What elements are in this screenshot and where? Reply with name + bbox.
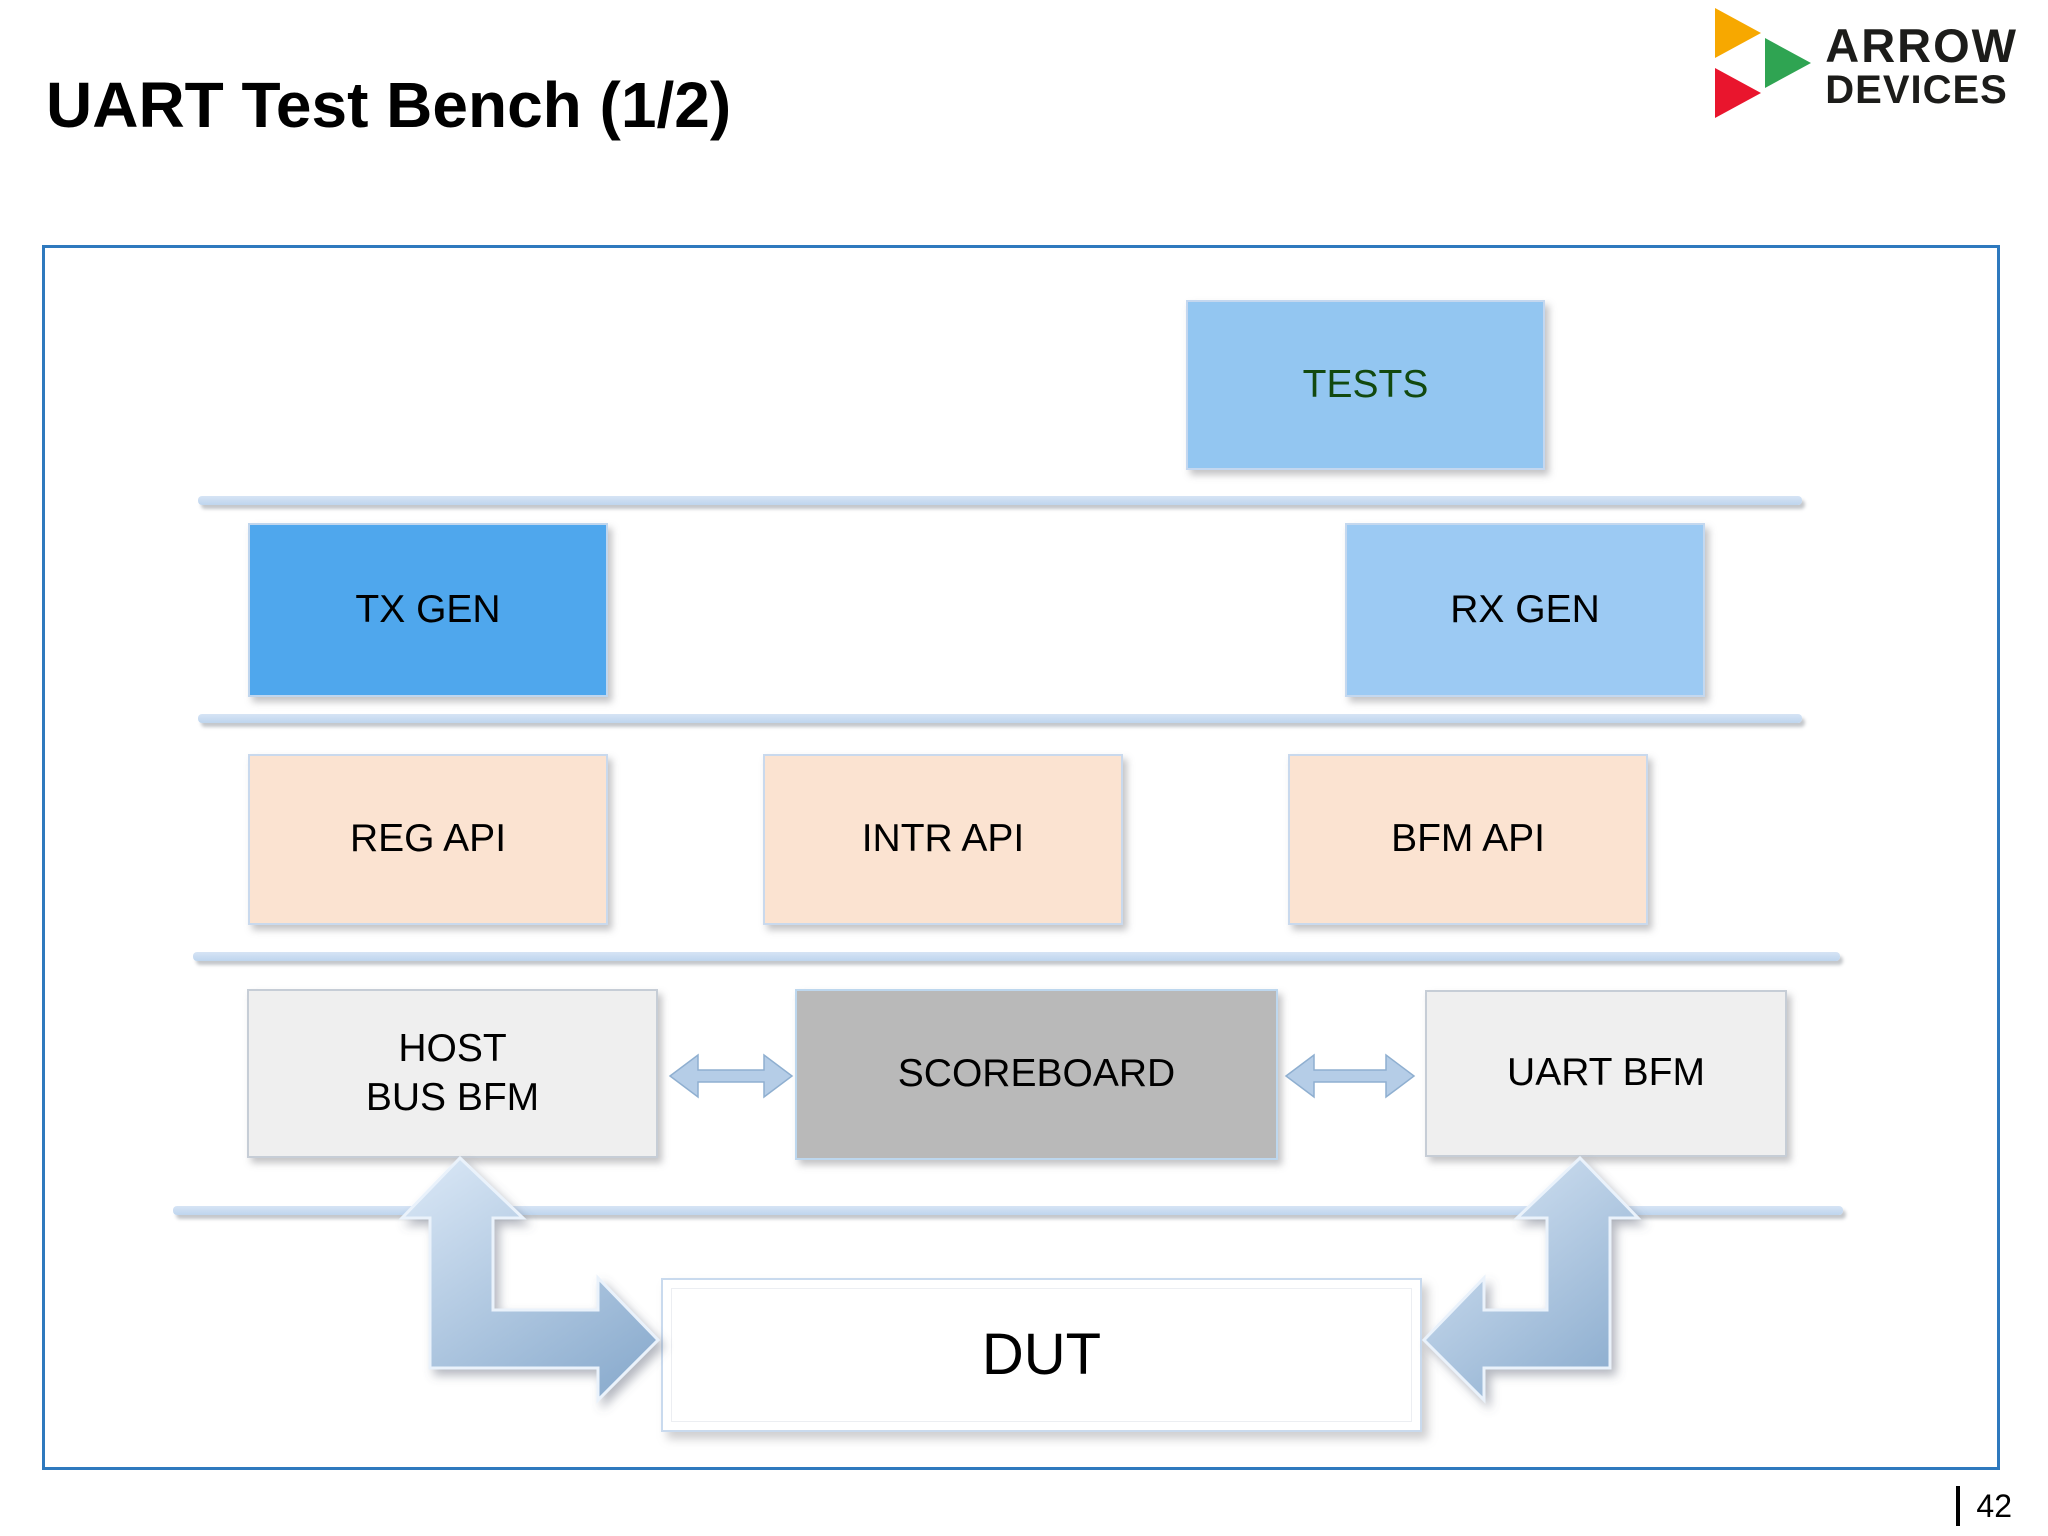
footer-separator-bar [1956,1486,1961,1526]
arrow-devices-logo-icon [1715,8,1812,118]
scoreboard-box: SCOREBOARD [795,989,1278,1160]
host-bus-bfm-label-line1: HOST [398,1026,507,1070]
reg-api-label: REG API [349,817,507,861]
intr-api-box: INTR API [763,754,1123,925]
divider-line-3 [193,952,1840,961]
rx-gen-label: RX GEN [1450,587,1600,631]
tx-gen-box: TX GEN [248,523,608,697]
tests-label: TESTS [1302,362,1429,406]
page-number: 42 [1976,1487,2012,1524]
slide-title: UART Test Bench (1/2) [46,69,732,141]
tx-gen-label: TX GEN [355,587,501,631]
divider-line-2 [198,714,1802,723]
logo-line1: ARROW [1825,18,2018,72]
uart-bfm-label: UART BFM [1507,1051,1705,1095]
dut-label: DUT [981,1321,1102,1387]
page-footer: 42 [1956,1486,2012,1526]
uart-bfm-box: UART BFM [1425,990,1787,1157]
host-bus-bfm-label-line2: BUS BFM [365,1075,540,1119]
divider-line-1 [198,496,1802,505]
scoreboard-label: SCOREBOARD [897,1052,1176,1096]
intr-api-label: INTR API [861,817,1025,861]
logo-text: ARROW DEVICES [1825,18,2018,112]
rx-gen-box: RX GEN [1345,523,1705,697]
dut-box: DUT [661,1278,1422,1432]
bfm-api-label: BFM API [1391,817,1545,861]
bfm-api-box: BFM API [1288,754,1648,925]
divider-line-4 [173,1206,1843,1215]
tests-box: TESTS [1186,300,1545,470]
logo-line2: DEVICES [1825,67,2008,112]
host-bus-bfm-box: HOST BUS BFM [247,989,658,1158]
reg-api-box: REG API [248,754,608,925]
company-logo: ARROW DEVICES [1715,8,2018,124]
